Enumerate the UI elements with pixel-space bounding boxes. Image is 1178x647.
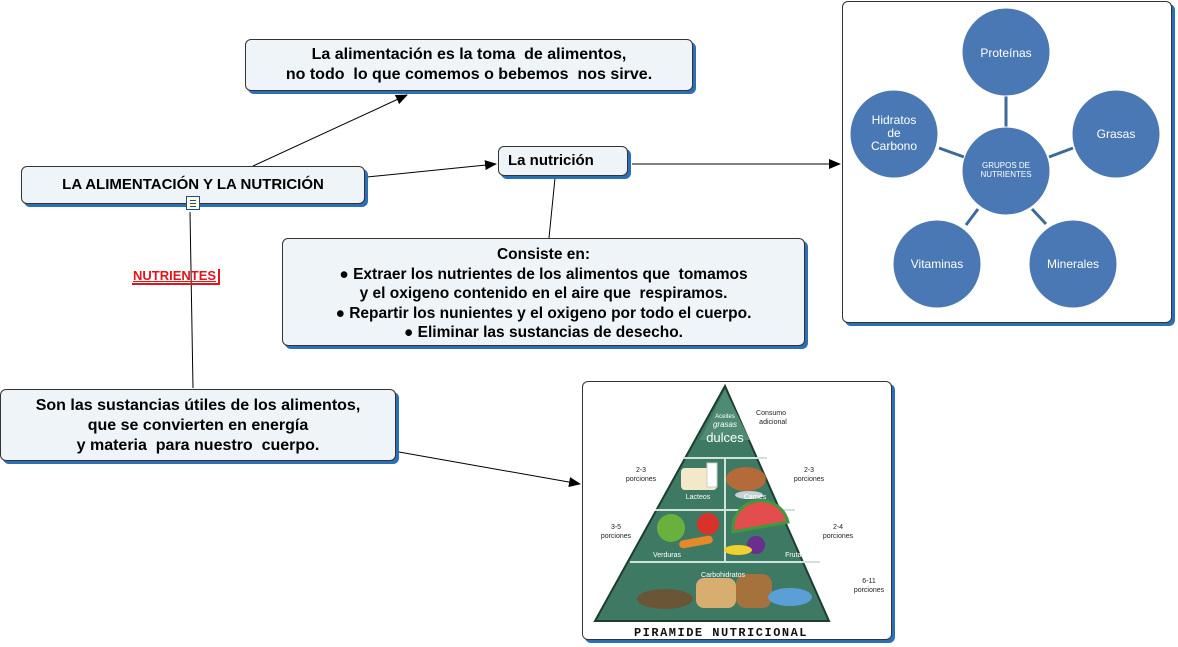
milk-glass-icon xyxy=(706,462,718,488)
pyramid-base-label: Carbohidratos xyxy=(701,572,745,579)
meat-icon xyxy=(726,467,766,491)
pasta-bowl-icon xyxy=(637,589,693,609)
bread-icon xyxy=(696,578,736,608)
nutrient-groups-image[interactable]: GRUPOS DE NUTRIENTES Proteínas Grasas Mi… xyxy=(842,1,1172,323)
connector-nutricion-to-consiste xyxy=(548,177,556,239)
left-label-2b: porciones xyxy=(601,533,632,540)
center-label-2: NUTRIENTES xyxy=(980,170,1031,179)
nutrientes-definition-line-1: Son las sustancias útiles de los aliment… xyxy=(35,397,361,414)
left-label-1b: porciones xyxy=(626,476,657,483)
bread-loaf-icon xyxy=(736,574,772,608)
connector-nutrientes-to-pyramid xyxy=(398,451,581,488)
nutrientes-definition-line-2: que se convierten en energía xyxy=(87,417,309,434)
lettuce-icon xyxy=(657,514,685,542)
pyramid-top-label-3: dulces xyxy=(706,430,744,445)
connector-main-to-alimentacion xyxy=(252,94,408,167)
label-grasas: Grasas xyxy=(1097,127,1136,141)
right-label-3a: 2-4 xyxy=(833,524,843,531)
pyramid-carnes-label: Carnes xyxy=(744,494,767,501)
right-label-4b: porciones xyxy=(854,587,885,594)
pyramid-verduras-label: Verduras xyxy=(653,552,682,559)
note-icon[interactable] xyxy=(186,196,200,210)
consiste-item-2: ● Repartir los nunientes y el oxigeno po… xyxy=(335,304,752,322)
label-hidratos-1: Hidratos xyxy=(872,113,917,127)
carrot-icon xyxy=(679,535,713,549)
spoke-grasas xyxy=(1048,146,1074,159)
tomato-icon xyxy=(697,513,719,535)
right-label-1b: adicional xyxy=(759,419,787,426)
pyramid-lacteos-label: Lacteos xyxy=(686,494,711,501)
label-hidratos-3: Carbono xyxy=(871,139,917,153)
nutrientes-link-label[interactable]: NUTRIENTES xyxy=(132,269,221,285)
food-pyramid-illustration: Aceites grasas dulces Lacteos Carnes Ver… xyxy=(593,383,885,639)
food-icons xyxy=(637,462,812,609)
consiste-item-3: ● Eliminar las sustancias de desecho. xyxy=(403,324,683,341)
right-label-3b: porciones xyxy=(823,533,854,540)
label-hidratos-2: de xyxy=(887,126,901,140)
circle-grasas xyxy=(1071,89,1161,179)
right-label-1a: Consumo xyxy=(756,410,786,417)
watermelon-icon xyxy=(731,499,790,534)
spoke-minerales xyxy=(1030,207,1048,226)
label-vitaminas: Vitaminas xyxy=(911,257,963,271)
main-topic-node[interactable]: LA ALIMENTACIÓN Y LA NUTRICIÓN xyxy=(21,166,365,204)
nutricion-node[interactable]: La nutrición xyxy=(498,146,628,176)
right-label-2a: 2-3 xyxy=(804,467,814,474)
label-proteinas: Proteínas xyxy=(980,46,1031,60)
cereal-bowl-icon xyxy=(768,588,812,606)
consiste-title: Consiste en: xyxy=(496,246,590,263)
connector-main-to-nutricion xyxy=(366,160,497,178)
pyramid-caption: PIRAMIDE NUTRICIONAL xyxy=(634,626,808,639)
banana-icon xyxy=(724,545,752,555)
food-pyramid-image[interactable]: Aceites grasas dulces Lacteos Carnes Ver… xyxy=(582,381,892,640)
consiste-item-1: ● Extraer los nutrientes de los alimento… xyxy=(339,265,748,283)
main-topic-label: LA ALIMENTACIÓN Y LA NUTRICIÓN xyxy=(62,176,324,193)
circle-minerales xyxy=(1028,219,1118,309)
pyramid-top-label-1: Aceites xyxy=(715,414,735,420)
nutrient-groups-diagram: GRUPOS DE NUTRIENTES Proteínas Grasas Mi… xyxy=(849,7,1161,309)
nutrientes-definition-node[interactable]: Son las sustancias útiles de los aliment… xyxy=(0,389,396,461)
pyramid-top-tier xyxy=(700,390,750,440)
spoke-vitaminas xyxy=(964,208,980,226)
right-label-2b: porciones xyxy=(794,476,825,483)
label-minerales: Minerales xyxy=(1047,257,1099,271)
circle-center xyxy=(961,126,1051,216)
consiste-item-1-cont: y el oxigeno contenido en el aire que re… xyxy=(359,285,728,302)
nutricion-label: La nutrición xyxy=(508,152,594,169)
circle-hidratos xyxy=(849,89,939,179)
alimentacion-definition-node[interactable]: La alimentación es la toma de alimentos,… xyxy=(245,39,693,91)
center-label-1: GRUPOS DE xyxy=(982,161,1030,170)
circle-vitaminas xyxy=(892,219,982,309)
pyramid-frutas-label: Frutas xyxy=(785,552,805,559)
right-label-4a: 6-11 xyxy=(862,578,876,585)
alimentacion-definition-line-2: no todo lo que comemos o bebemos nos sir… xyxy=(285,66,653,83)
nutrientes-definition-line-3: y materia para nuestro cuerpo. xyxy=(76,437,320,454)
circle-proteinas xyxy=(961,7,1051,97)
pyramid-top-label-2: grasas xyxy=(713,420,737,429)
spoke-hidratos xyxy=(938,146,965,159)
fish-icon xyxy=(735,491,763,499)
left-label-1a: 2-3 xyxy=(636,467,646,474)
consiste-node[interactable]: Consiste en: ● Extraer los nutrientes de… xyxy=(282,238,805,346)
connector-main-to-nutrientes xyxy=(189,211,194,389)
left-label-2a: 3-5 xyxy=(611,524,621,531)
alimentacion-definition-line-1: La alimentación es la toma de alimentos, xyxy=(311,46,627,63)
